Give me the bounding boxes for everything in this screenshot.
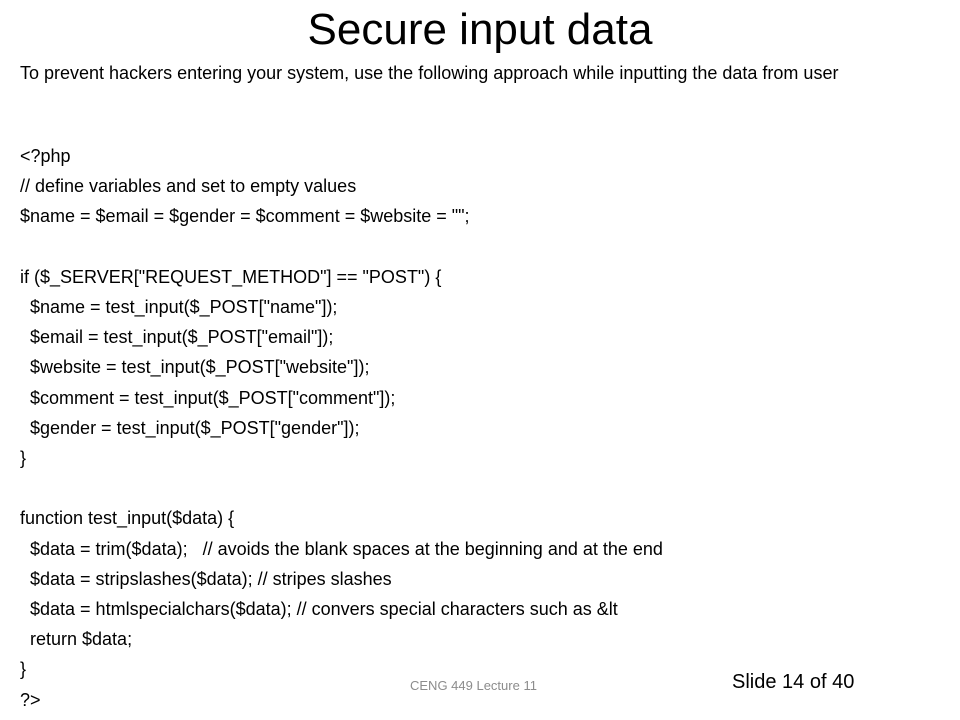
slide-number: Slide 14 of 40 [732,671,855,693]
code-line: <?php [20,146,71,166]
code-block: <?php // define variables and set to emp… [20,141,940,715]
code-line: if ($_SERVER["REQUEST_METHOD"] == "POST"… [20,266,442,287]
code-line [20,473,940,503]
code-line: $email = test_input($_POST["email"]); [20,327,334,348]
footer-course-label: CENG 449 Lecture 11 [410,678,537,693]
code-line: } [20,659,27,680]
code-line: ?> [20,689,41,710]
code-line: $data = stripslashes($data); // stripes … [20,568,392,589]
code-line: $data = htmlspecialchars($data); // conv… [20,599,618,620]
slide-title: Secure input data [307,5,653,54]
code-line: function test_input($data) { [20,508,235,529]
code-line: $data = trim($data); // avoids the blank… [20,538,663,559]
intro-text: To prevent hackers entering your system,… [20,63,839,83]
code-line: $name = test_input($_POST["name"]); [20,297,338,317]
code-line: $gender = test_input($_POST["gender"]); [20,417,360,438]
code-line: $website = test_input($_POST["website"])… [20,357,370,378]
code-line: } [20,448,27,469]
code-line: $name = $email = $gender = $comment = $w… [20,206,470,227]
code-line: $comment = test_input($_POST["comment"])… [20,387,396,408]
code-line: // define variables and set to empty val… [20,176,357,197]
code-line: return $data; [20,629,133,650]
code-line [20,232,940,262]
